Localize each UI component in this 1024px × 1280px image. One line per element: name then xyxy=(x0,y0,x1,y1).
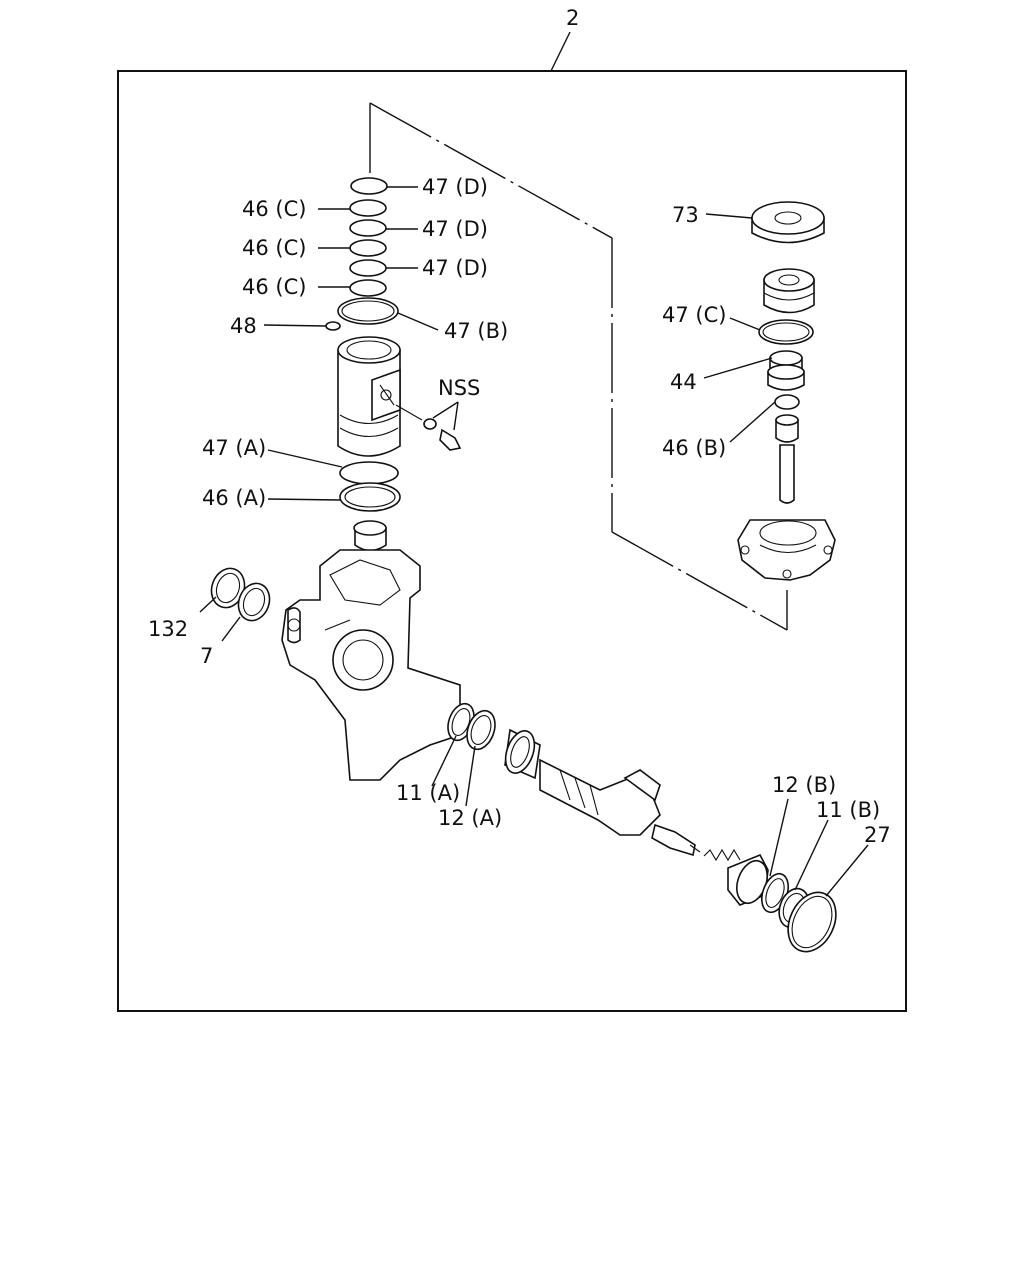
bearing-sleeve xyxy=(504,728,541,780)
label-46c-3: 46 (C) xyxy=(242,275,306,299)
o-ring-47d-3 xyxy=(349,259,387,277)
seals-132-7 xyxy=(210,567,271,622)
o-ring-47a xyxy=(339,461,399,485)
pinion-shaft xyxy=(539,758,701,857)
label-46c-2: 46 (C) xyxy=(242,236,306,260)
washer-48 xyxy=(325,321,341,331)
seal-ring-46b xyxy=(774,394,800,410)
o-ring-47d-2 xyxy=(349,219,387,237)
label-7: 7 xyxy=(200,644,213,668)
leader-lines xyxy=(199,186,869,897)
washer-icon xyxy=(423,418,437,430)
label-47d-2: 47 (D) xyxy=(422,217,488,241)
label-27: 27 xyxy=(864,823,891,847)
label-11a: 11 (A) xyxy=(396,781,460,805)
cap-73 xyxy=(751,201,825,235)
label-47b: 47 (B) xyxy=(444,319,508,343)
label-47a: 47 (A) xyxy=(202,436,266,460)
spring-cap xyxy=(703,848,837,953)
collar xyxy=(353,520,387,552)
label-47d-3: 47 (D) xyxy=(422,256,488,280)
label-47c: 47 (C) xyxy=(662,303,726,327)
spring-icon xyxy=(703,848,741,862)
label-44: 44 xyxy=(670,370,697,394)
label-46b: 46 (B) xyxy=(662,436,726,460)
valve-body xyxy=(337,336,423,457)
label-132: 132 xyxy=(148,617,188,641)
label-47d-1: 47 (D) xyxy=(422,175,488,199)
bearing-44 xyxy=(769,350,803,366)
label-48: 48 xyxy=(230,314,257,338)
seals-11a-12a xyxy=(447,702,496,751)
nss-fasteners xyxy=(423,401,462,451)
assembly-frame xyxy=(117,70,907,1012)
label-73: 73 xyxy=(672,203,699,227)
bolt-icon xyxy=(439,428,462,451)
label-46a: 46 (A) xyxy=(202,486,266,510)
gear-housing xyxy=(281,549,461,781)
seal-ring-46a xyxy=(339,482,401,512)
label-11b: 11 (B) xyxy=(816,798,880,822)
seal-ring-46c-1 xyxy=(349,199,387,217)
label-46c-1: 46 (C) xyxy=(242,197,306,221)
seal-stack-left xyxy=(325,177,399,331)
label-12a: 12 (A) xyxy=(438,806,502,830)
label-12b: 12 (B) xyxy=(772,773,836,797)
seal-stack-right xyxy=(737,201,836,581)
label-nss: NSS xyxy=(438,376,480,400)
label-assembly-2: 2 xyxy=(566,6,579,30)
o-ring-47c xyxy=(758,319,814,345)
housing-flange xyxy=(737,519,836,581)
seal-ring-46c-2 xyxy=(349,239,387,257)
seal-ring-46c-3 xyxy=(349,279,387,297)
o-ring-47d-1 xyxy=(350,177,388,195)
o-ring-47b xyxy=(337,297,399,325)
